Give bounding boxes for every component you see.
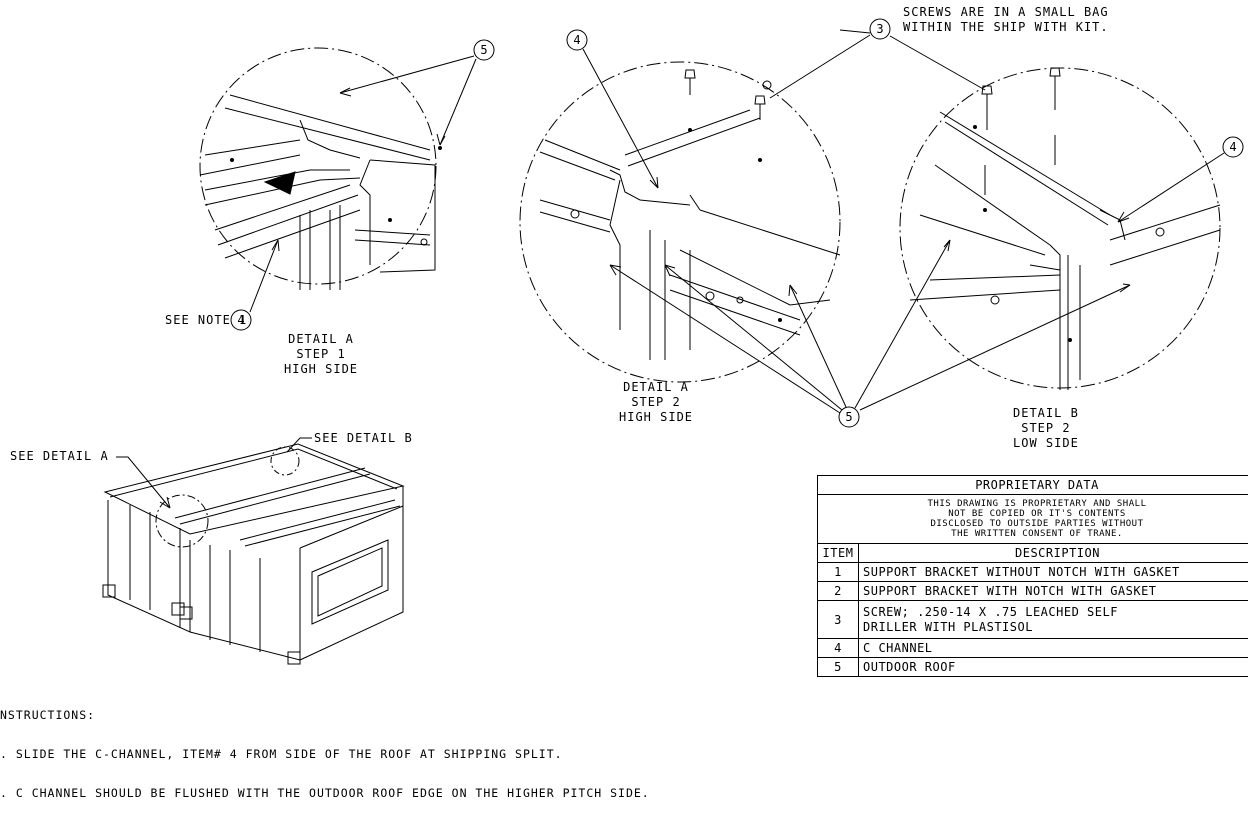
detail-a-step1-caption: DETAIL A STEP 1 HIGH SIDE [284, 332, 358, 377]
item-description: SUPPORT BRACKET WITH NOTCH WITH GASKET [859, 582, 1248, 601]
table-row: 5 OUTDOOR ROOF [818, 658, 1248, 677]
column-header-item: ITEM [818, 544, 859, 563]
detail-a-step1-view [200, 48, 442, 290]
see-detail-a-label: SEE DETAIL A [10, 449, 109, 464]
balloon-3: 3 [876, 22, 883, 36]
instructions-notes: NSTRUCTIONS: . SLIDE THE C-CHANNEL, ITEM… [0, 683, 650, 813]
balloon-5-top: 5 [480, 43, 487, 57]
screws-note: SCREWS ARE IN A SMALL BAG WITHIN THE SHI… [903, 5, 1109, 35]
detail-a-step2-caption: DETAIL A STEP 2 HIGH SIDE [619, 380, 693, 425]
instruction-line-1: . SLIDE THE C-CHANNEL, ITEM# 4 FROM SIDE… [0, 748, 650, 761]
balloon-4-right: 4 [1229, 140, 1236, 154]
instructions-title: NSTRUCTIONS: [0, 709, 650, 722]
balloon-4-mid: 4 [573, 33, 580, 47]
detail-b-view [900, 68, 1220, 390]
table-row: 3 SCREW; .250-14 X .75 LEACHED SELF DRIL… [818, 601, 1248, 639]
column-header-description: DESCRIPTION [859, 544, 1248, 563]
unit-isometric-view [103, 444, 403, 664]
table-row: 4 C CHANNEL [818, 639, 1248, 658]
proprietary-notice: THIS DRAWING IS PROPRIETARY AND SHALL NO… [818, 495, 1248, 544]
table-row: 1 SUPPORT BRACKET WITHOUT NOTCH WITH GAS… [818, 563, 1248, 582]
proprietary-header: PROPRIETARY DATA [818, 476, 1248, 495]
balloon-5-bottom: 5 [845, 410, 852, 424]
item-number: 5 [818, 658, 859, 677]
see-detail-b-label: SEE DETAIL B [314, 431, 413, 446]
item-description: C CHANNEL [859, 639, 1248, 658]
table-row: 2 SUPPORT BRACKET WITH NOTCH WITH GASKET [818, 582, 1248, 601]
parts-list-table: PROPRIETARY DATA THIS DRAWING IS PROPRIE… [817, 475, 1248, 677]
detail-a-step2-view [520, 62, 840, 382]
item-description: OUTDOOR ROOF [859, 658, 1248, 677]
see-note-1-label: SEE NOTE 1 [165, 313, 247, 328]
item-number: 1 [818, 563, 859, 582]
item-number: 4 [818, 639, 859, 658]
detail-b-step2-caption: DETAIL B STEP 2 LOW SIDE [1013, 406, 1079, 451]
item-number: 2 [818, 582, 859, 601]
instruction-line-2: . C CHANNEL SHOULD BE FLUSHED WITH THE O… [0, 787, 650, 800]
item-description: SUPPORT BRACKET WITHOUT NOTCH WITH GASKE… [859, 563, 1248, 582]
item-description: SCREW; .250-14 X .75 LEACHED SELF DRILLE… [859, 601, 1248, 639]
item-number: 3 [818, 601, 859, 639]
